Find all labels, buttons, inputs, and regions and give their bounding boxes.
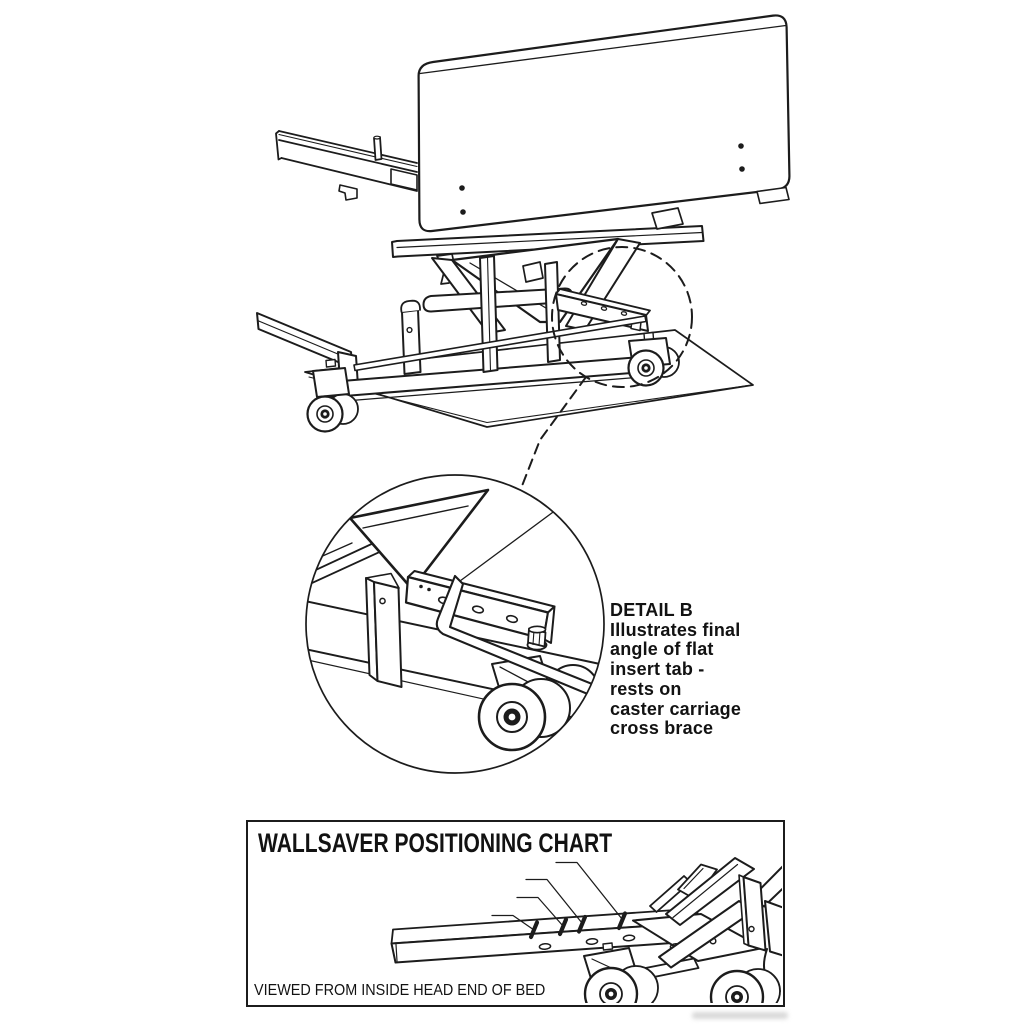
detail-b-callout: DETAIL B Illustrates final angle of flat… <box>610 600 742 739</box>
detail-b-line: cross brace <box>610 718 714 739</box>
detail-b-line: caster carriage <box>610 698 742 719</box>
faint-print-artifact <box>692 1012 788 1019</box>
detail-b-magnified-view <box>306 475 604 773</box>
wallsaver-chart-drawing <box>390 857 782 1003</box>
bed-head-end-drawing <box>256 14 791 492</box>
detail-b-line: angle of flat <box>610 639 714 660</box>
detail-circle-outline <box>305 474 605 774</box>
detail-b-line: rests on <box>610 678 682 699</box>
detail-b-heading: DETAIL B <box>610 600 693 620</box>
detail-b-line: insert tab - <box>610 659 705 680</box>
chart-title: WALLSAVER POSITIONING CHART <box>258 828 613 858</box>
detail-b-line: Illustrates final <box>610 619 741 640</box>
wallsaver-chart-panel: WALLSAVER POSITIONING CHART VIEWED FROM … <box>246 820 785 1007</box>
chart-caption: VIEWED FROM INSIDE HEAD END OF BED <box>254 982 546 999</box>
